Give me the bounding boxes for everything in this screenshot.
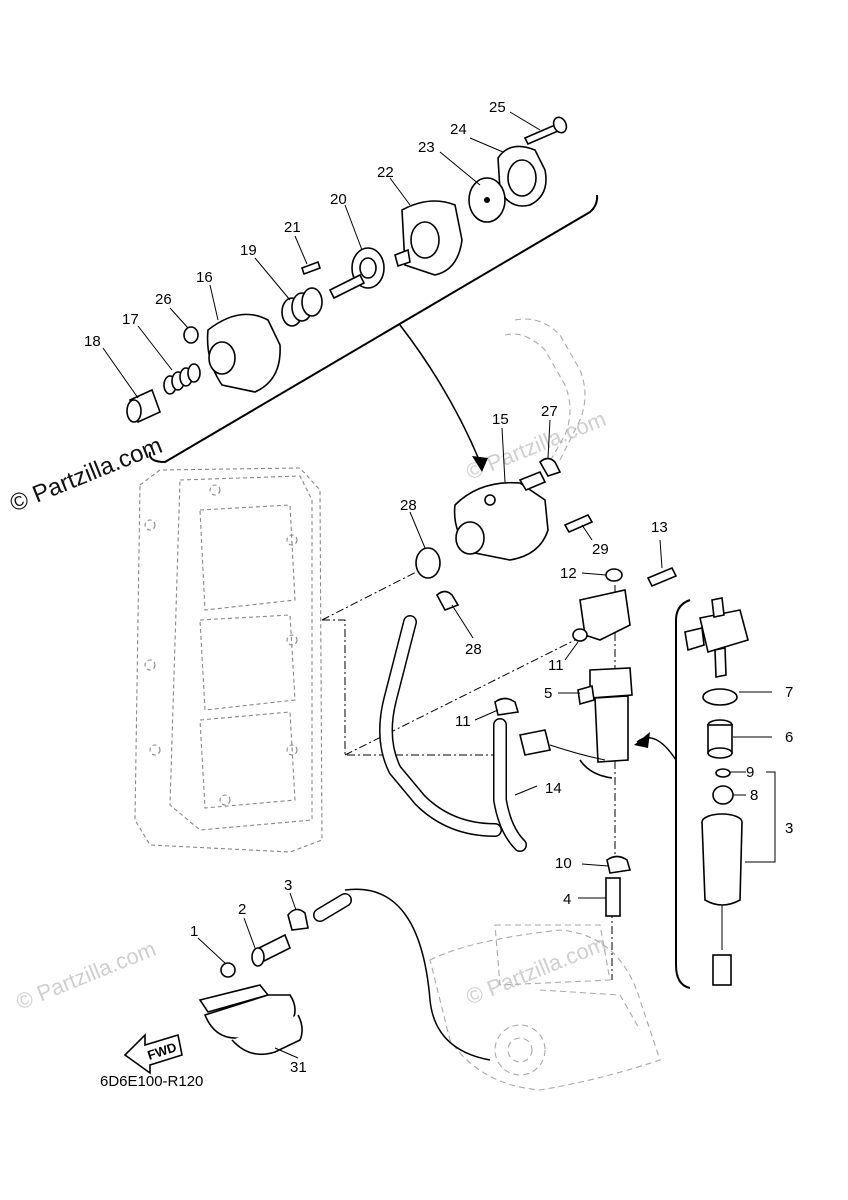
pointer-arrow-line	[399, 324, 481, 463]
part-28-clip-upper	[538, 457, 562, 477]
part-20-spring	[281, 287, 323, 327]
lower-housing-ghost	[429, 924, 661, 1091]
callout-26: 25	[489, 99, 506, 116]
part-1-cap	[220, 962, 236, 978]
diagram-code: 6D6E100-R120	[100, 1073, 203, 1090]
callout-18: 17	[122, 311, 139, 328]
part-8-cup	[701, 813, 743, 986]
part-15-hose-fill	[380, 616, 501, 836]
watermark-faint: © Partzilla.com	[463, 931, 610, 1010]
part-15-hose-b-fill	[494, 719, 526, 851]
part-9-nut	[712, 785, 734, 805]
callout-21: 20	[330, 191, 347, 208]
part-6-strainer	[707, 719, 733, 759]
callout-27: 26	[155, 291, 172, 308]
part-10-clip	[715, 768, 731, 778]
callout-5: 5	[544, 685, 552, 702]
part-21-valve	[328, 247, 385, 300]
cylinder-head-ghost	[134, 467, 323, 853]
callout-13: 12	[560, 565, 577, 582]
connector-wire	[549, 744, 606, 761]
callout-22: 21	[284, 219, 301, 236]
callout-29: 28	[400, 497, 417, 514]
diaphragm-center	[484, 197, 490, 203]
callout-16: 15	[492, 411, 509, 428]
part-25-cover	[497, 145, 547, 207]
leader-29	[321, 564, 431, 621]
callout-leaders	[102, 111, 776, 1059]
callout-6: 6	[785, 729, 793, 746]
part-11-clamp-upper	[494, 697, 520, 716]
part-18-spring	[163, 363, 201, 395]
part-22-pin	[300, 260, 322, 276]
callout-30: 29	[592, 541, 609, 558]
hose-end-fill	[314, 894, 351, 921]
callout-25: 24	[450, 121, 467, 138]
callout-23: 22	[377, 164, 394, 181]
callout-3: 3	[284, 877, 292, 894]
callout-2: 2	[238, 901, 246, 918]
part-3-clamp	[287, 908, 309, 931]
callout-11-lower: 10	[555, 855, 572, 872]
part-26-screw	[523, 116, 568, 146]
watermark-faint: © Partzilla.com	[13, 936, 160, 1015]
part-29-o-ring	[415, 547, 441, 579]
part-31-cover	[198, 984, 303, 1056]
connector-plug	[519, 729, 551, 756]
exploded-view-boundary	[148, 194, 599, 464]
callout-7: 7	[785, 684, 793, 701]
callout-28-lower: 28	[465, 641, 482, 658]
part-2-joint	[251, 933, 292, 967]
filter-bracket	[675, 599, 691, 989]
leader-hose	[322, 619, 498, 756]
part-17-housing	[206, 313, 281, 393]
callout-numbers: 25 24 23 22 20 21 19 16 26 17 18 15 27 2…	[84, 99, 793, 1076]
callout-4: 4	[563, 891, 571, 908]
callout-24: 23	[418, 139, 435, 156]
callout-14: 13	[651, 519, 668, 536]
callout-8: 3	[785, 820, 793, 837]
callout-1: 1	[190, 923, 198, 940]
part-4-pipe	[605, 877, 621, 917]
filter-arrowhead	[634, 732, 650, 748]
callout-28-upper: 27	[541, 403, 558, 420]
callout-19: 18	[84, 333, 101, 350]
callout-12: 11	[548, 657, 564, 674]
part-5-filter-assembly	[577, 667, 633, 779]
part-16-fuel-pump	[453, 470, 549, 561]
part-13-nut	[605, 568, 623, 582]
callout-10: 9	[746, 764, 754, 781]
part-12-grommet	[572, 628, 588, 642]
callout-11-upper: 11	[455, 713, 471, 730]
pointer-arrowhead	[472, 456, 488, 472]
part-19-plunger	[126, 388, 162, 424]
part-27-nut	[183, 326, 199, 344]
part-bracket	[579, 589, 631, 641]
part-11-clamp-lower	[606, 855, 632, 874]
callout-15: 14	[545, 780, 562, 797]
part-filter-head	[684, 597, 749, 678]
part-30-bolt	[563, 513, 594, 534]
callout-20: 19	[240, 242, 257, 259]
fuel-line	[344, 888, 491, 1061]
callout-31: 31	[290, 1059, 307, 1076]
callout-9: 8	[750, 787, 758, 804]
part-7-o-ring	[702, 688, 738, 706]
fwd-arrow: FWD	[123, 1033, 183, 1075]
watermark-main: © Partzilla.com	[6, 432, 166, 518]
part-14-bolt	[646, 566, 678, 588]
part-23-body	[394, 200, 463, 276]
callout-17: 16	[196, 269, 213, 286]
part-28-clip-lower	[435, 590, 460, 612]
